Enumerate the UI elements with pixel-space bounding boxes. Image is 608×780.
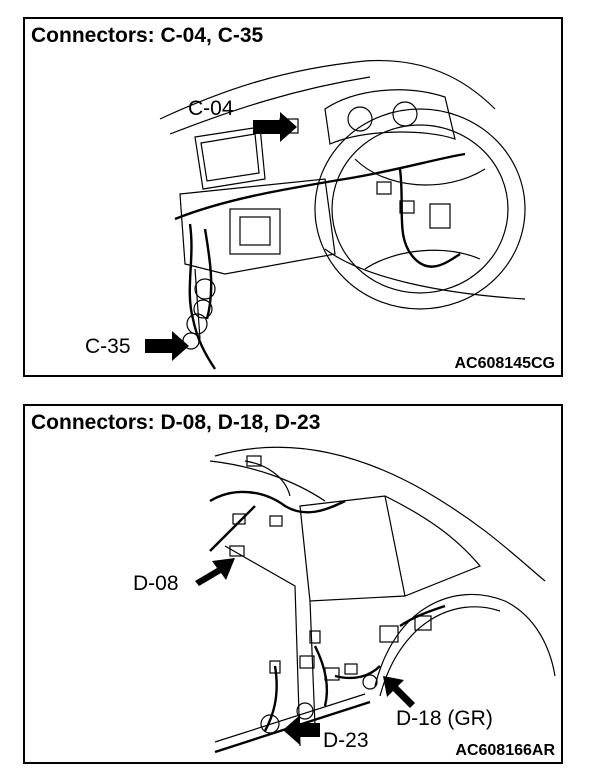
arrow-d23 [283, 715, 320, 745]
arrow-c35 [145, 331, 189, 361]
connector-label-d18: D-18 (GR) [396, 707, 493, 730]
panel-connectors-c04-c35: Connectors: C-04, C-35 [23, 17, 563, 377]
figure-code: AC608166AR [455, 742, 555, 759]
door-body-illustration [195, 446, 556, 754]
connector-label-c35: C-35 [85, 335, 131, 358]
arrow-d18 [383, 676, 415, 708]
connector-label-c04: C-04 [188, 97, 234, 120]
arrow-d08 [195, 558, 235, 586]
panel-title: Connectors: D-08, D-18, D-23 [31, 411, 321, 434]
arrow-c04 [253, 112, 297, 142]
connector-label-d08: D-08 [133, 572, 179, 595]
panel-connectors-d08-d18-d23: Connectors: D-08, D-18, D-23 [23, 404, 563, 764]
figure-code: AC608145CG [454, 355, 556, 372]
connector-label-d23: D-23 [323, 729, 369, 752]
dashboard-illustration [145, 59, 526, 370]
panel-title: Connectors: C-04, C-35 [31, 24, 264, 47]
